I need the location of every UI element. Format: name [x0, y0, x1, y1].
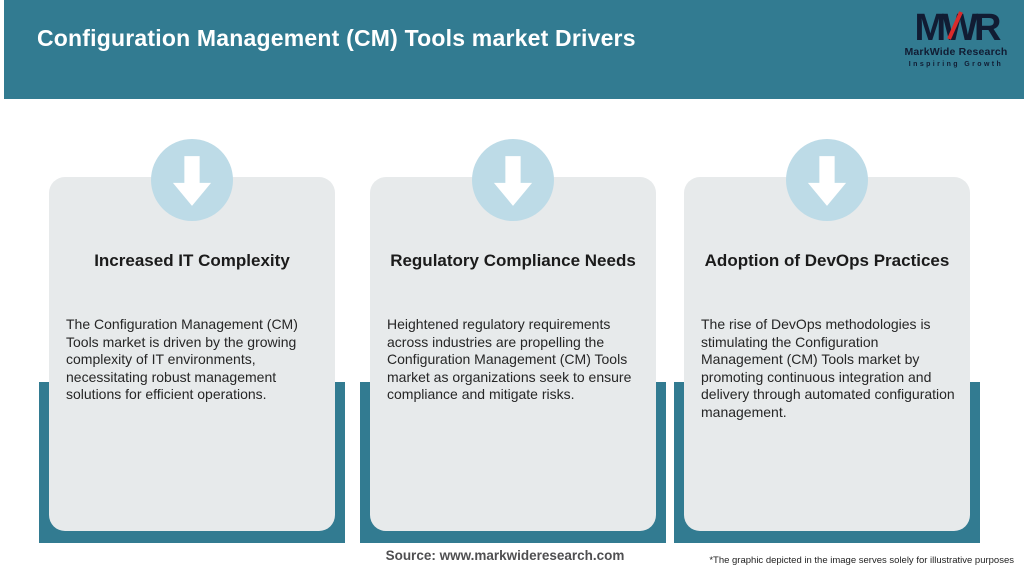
disclaimer-text: *The graphic depicted in the image serve… [709, 555, 1014, 566]
mwr-logo-acronym-icon: MWR [904, 7, 1008, 50]
page-title: Configuration Management (CM) Tools mark… [37, 25, 636, 51]
card-description: Heightened regulatory requirements acros… [387, 316, 632, 402]
svg-text:MWR: MWR [915, 8, 1002, 46]
down-arrow-icon [786, 139, 868, 221]
logo-company-name: MarkWide Research [904, 46, 1008, 58]
card-description: The rise of DevOps methodologies is stim… [701, 316, 955, 420]
down-arrow-icon [151, 139, 233, 221]
driver-card-adoption-of-devops-practices: Adoption of DevOps Practices The rise of… [684, 177, 970, 531]
mwr-logo: MWR MarkWide Research Inspiring Growth [900, 7, 1012, 68]
down-arrow-icon [472, 139, 554, 221]
card-title: Increased IT Complexity [94, 251, 290, 270]
header-banner: Configuration Management (CM) Tools mark… [4, 0, 1024, 99]
logo-tagline: Inspiring Growth [908, 60, 1004, 68]
card-title: Regulatory Compliance Needs [390, 251, 636, 270]
driver-card-regulatory-compliance-needs: Regulatory Compliance Needs Heightened r… [370, 177, 656, 531]
card-description: The Configuration Management (CM) Tools … [66, 316, 298, 402]
source-text: Source: www.markwideresearch.com [385, 548, 625, 563]
driver-card-increased-it-complexity: Increased IT Complexity The Configuratio… [49, 177, 335, 531]
card-title: Adoption of DevOps Practices [704, 251, 950, 270]
